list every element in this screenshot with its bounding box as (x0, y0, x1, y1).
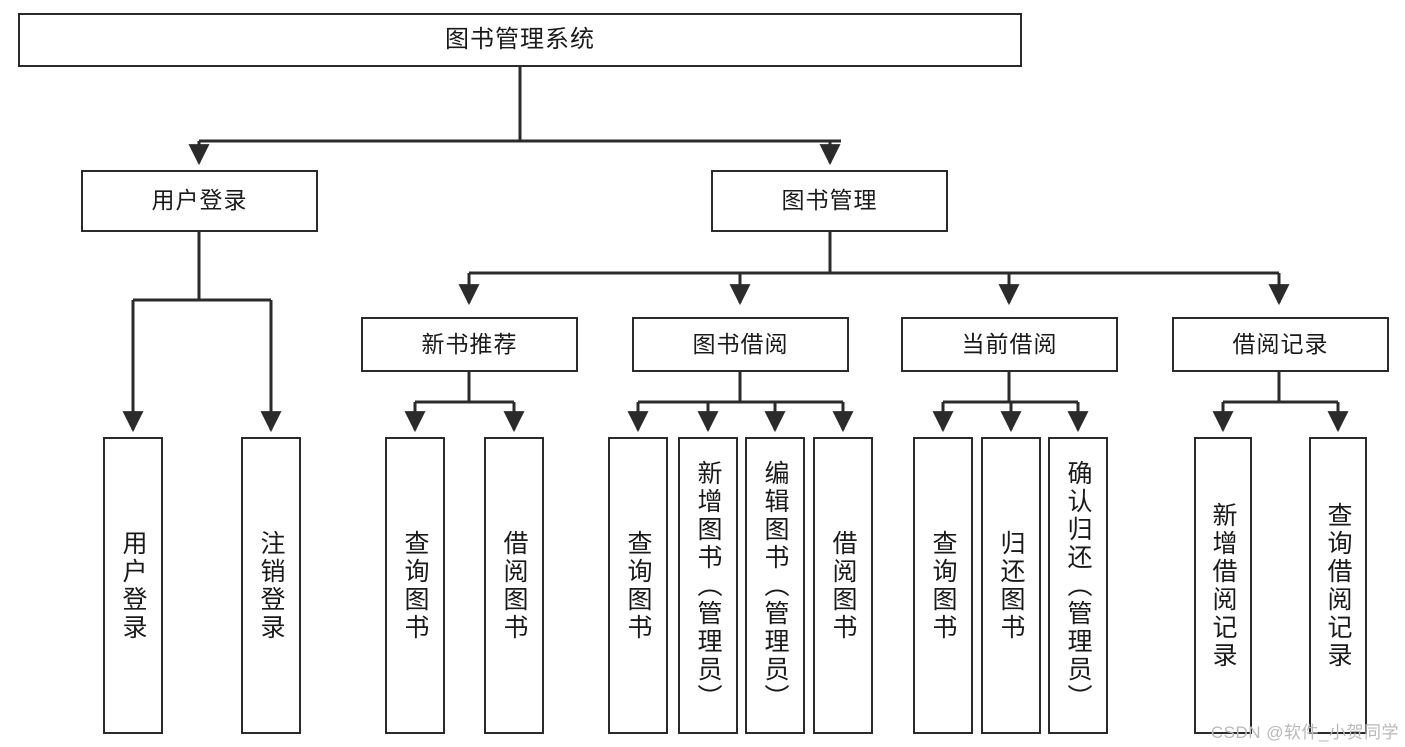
leaf-borrow-edit-book-admin[interactable]: 编辑图书（管理员） (745, 437, 805, 734)
node-label: 用户登录 (151, 187, 248, 214)
node-label: 图书管理系统 (445, 25, 595, 53)
node-label: 新书推荐 (421, 330, 518, 357)
leaf-records-add-record[interactable]: 新增借阅记录 (1194, 437, 1252, 734)
node-label: 确认归还（管理员） (1064, 459, 1092, 712)
node-label: 查询借阅记录 (1324, 501, 1352, 670)
node-label: 编辑图书（管理员） (761, 459, 789, 712)
leaf-user-logout[interactable]: 注销登录 (241, 437, 301, 734)
node-label: 图书借阅 (692, 330, 789, 357)
node-label: 新增图书（管理员） (694, 459, 722, 712)
node-current-borrow[interactable]: 当前借阅 (901, 317, 1118, 372)
leaf-recommend-query-book[interactable]: 查询图书 (385, 437, 445, 734)
leaf-current-return-book[interactable]: 归还图书 (981, 437, 1041, 734)
leaf-borrow-add-book-admin[interactable]: 新增图书（管理员） (678, 437, 738, 734)
node-root-system[interactable]: 图书管理系统 (18, 13, 1022, 67)
node-label: 当前借阅 (961, 330, 1058, 357)
node-label: 借阅图书 (500, 529, 528, 642)
node-label: 用户登录 (119, 529, 147, 642)
node-book-borrow[interactable]: 图书借阅 (632, 317, 849, 372)
leaf-borrow-query-book[interactable]: 查询图书 (608, 437, 668, 734)
node-label: 查询图书 (401, 529, 429, 642)
leaf-current-confirm-return-admin[interactable]: 确认归还（管理员） (1048, 437, 1108, 734)
node-label: 借阅记录 (1232, 330, 1329, 357)
leaf-records-query-record[interactable]: 查询借阅记录 (1309, 437, 1367, 734)
node-label: 归还图书 (997, 529, 1025, 642)
node-label: 查询图书 (624, 529, 652, 642)
node-label: 新增借阅记录 (1209, 501, 1237, 670)
node-borrow-records[interactable]: 借阅记录 (1172, 317, 1389, 372)
node-label: 图书管理 (781, 187, 878, 214)
leaf-user-login[interactable]: 用户登录 (103, 437, 163, 734)
node-user-login[interactable]: 用户登录 (81, 170, 318, 232)
csdn-watermark: CSDN @软件_小贺同学 (1210, 723, 1399, 742)
node-new-book-recommend[interactable]: 新书推荐 (361, 317, 578, 372)
node-label: 注销登录 (257, 529, 285, 642)
leaf-current-query-book[interactable]: 查询图书 (913, 437, 973, 734)
node-label: 借阅图书 (829, 529, 857, 642)
node-book-management[interactable]: 图书管理 (711, 170, 948, 232)
node-label: 查询图书 (929, 529, 957, 642)
leaf-borrow-borrow-book[interactable]: 借阅图书 (813, 437, 873, 734)
leaf-recommend-borrow-book[interactable]: 借阅图书 (484, 437, 544, 734)
